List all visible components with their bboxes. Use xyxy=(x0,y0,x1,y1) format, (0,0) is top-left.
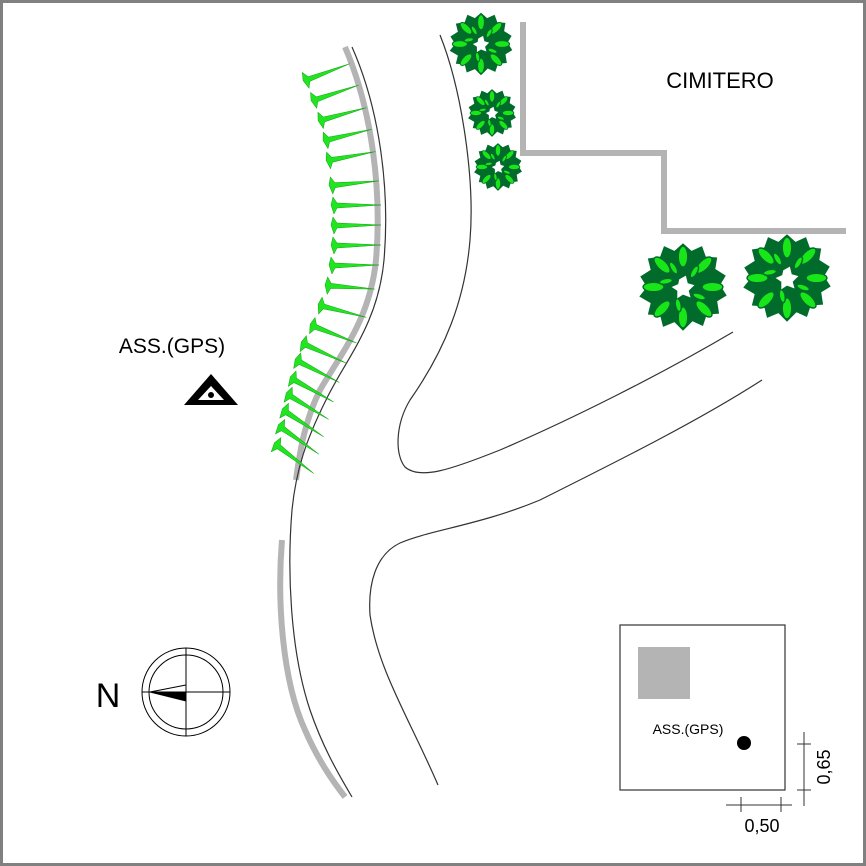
inset-gps-label: ASS.(GPS) xyxy=(653,721,724,737)
tree-icon xyxy=(473,142,523,192)
triangle-eye-icon xyxy=(184,374,238,405)
trees xyxy=(449,12,832,332)
compass-rose-icon xyxy=(141,647,231,737)
inset-detail: ASS.(GPS) 0,50 0,65 xyxy=(619,624,834,836)
tree-icon xyxy=(467,88,517,138)
tree-icon xyxy=(449,12,513,76)
road-edge-branch-lower xyxy=(369,379,763,786)
dimension-y xyxy=(797,732,811,806)
hedge-shrub-icon xyxy=(330,196,382,215)
road-edge-left xyxy=(289,46,387,798)
north-label: N xyxy=(96,677,121,715)
hedge-row xyxy=(268,55,382,481)
dimension-x-label: 0,50 xyxy=(744,816,779,836)
road-edges xyxy=(289,34,763,798)
dimension-y-label: 0,65 xyxy=(814,749,834,784)
hedge-shrub-icon xyxy=(330,236,382,255)
gps-point-label: ASS.(GPS) xyxy=(119,335,225,358)
tree-icon xyxy=(742,233,832,323)
dimension-x xyxy=(726,797,792,812)
road-edge-branch-upper xyxy=(397,34,734,474)
hedge-shrub-icon xyxy=(324,143,378,170)
tree-icon xyxy=(638,242,728,332)
road-wall-upper xyxy=(293,45,381,481)
hedge-shrub-icon xyxy=(328,172,380,195)
inset-reference-square xyxy=(638,647,690,699)
inset-gps-point xyxy=(737,736,751,750)
hedge-shrub-icon xyxy=(330,216,382,235)
road-wall-lower xyxy=(277,539,348,799)
cemetery-wall xyxy=(520,22,846,234)
cemetery-label: CIMITERO xyxy=(666,68,774,93)
hedge-shrub-icon xyxy=(315,99,369,130)
hedge-shrub-icon xyxy=(308,77,362,110)
hedge-shrub-icon xyxy=(300,55,354,90)
